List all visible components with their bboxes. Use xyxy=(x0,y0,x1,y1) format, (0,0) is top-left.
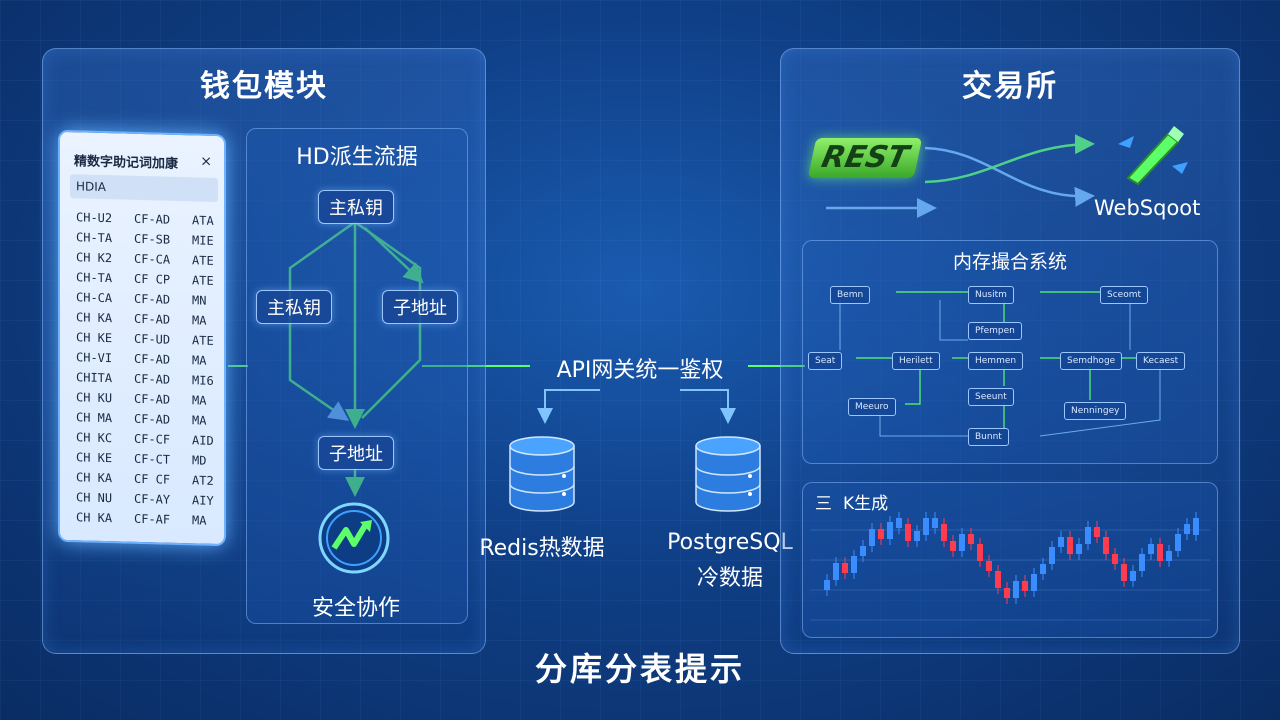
candle-body xyxy=(1013,581,1019,598)
websocket-label: WebSqoot xyxy=(1094,196,1201,220)
candle-body xyxy=(959,534,965,551)
node-bottom-address[interactable]: 子地址 xyxy=(318,436,394,470)
candle-body xyxy=(968,534,974,544)
candle-body xyxy=(860,546,866,556)
kline-title: K生成 xyxy=(843,494,889,514)
candle-body xyxy=(1022,581,1028,591)
hd-derivation-title: HD派生流据 xyxy=(296,145,418,170)
candle-body xyxy=(923,518,929,535)
candle-body xyxy=(1031,574,1037,591)
redis-label: Redis热数据 xyxy=(479,536,605,561)
candle-body xyxy=(1076,544,1082,554)
candle-body xyxy=(941,524,947,541)
candle-body xyxy=(986,561,992,571)
engine-node[interactable]: Herilett xyxy=(892,352,940,370)
kline-panel: 三 K生成 xyxy=(802,482,1218,638)
candle-body xyxy=(1094,527,1100,537)
postgresql-database-icon xyxy=(695,436,761,512)
candle-body xyxy=(851,556,857,573)
matching-engine-panel: 内存撮合系统 xyxy=(802,240,1218,464)
candle-body xyxy=(1103,537,1109,554)
engine-node[interactable]: Pfempen xyxy=(968,322,1022,340)
candle-body xyxy=(869,529,875,546)
candle-body xyxy=(1130,571,1136,581)
candle-body xyxy=(1166,551,1172,561)
candle-body xyxy=(1157,544,1163,561)
api-gateway-label: API网关统一鉴权 xyxy=(556,358,724,383)
engine-node[interactable]: Meeuro xyxy=(848,398,896,416)
candle-body xyxy=(1112,554,1118,564)
candle-body xyxy=(1184,524,1190,534)
candle-body xyxy=(905,524,911,541)
redis-database-icon xyxy=(509,436,575,512)
node-master-key[interactable]: 主私钥 xyxy=(318,190,394,224)
candle-body xyxy=(1049,547,1055,564)
candle-body xyxy=(1067,537,1073,554)
candle-body xyxy=(932,518,938,528)
engine-node[interactable]: Semdhoge xyxy=(1060,352,1123,370)
candle-body xyxy=(1085,527,1091,544)
engine-node[interactable]: Kecaest xyxy=(1136,352,1186,370)
candle-body xyxy=(833,563,839,580)
kline-chart xyxy=(810,512,1210,621)
secure-label: 安全协作 xyxy=(311,596,400,621)
candle-body xyxy=(842,563,848,573)
exchange-title: 交易所 xyxy=(962,69,1058,104)
secure-icon xyxy=(318,502,390,574)
engine-node[interactable]: Bunnt xyxy=(968,428,1009,446)
engine-node[interactable]: Sceomt xyxy=(1100,286,1149,304)
candle-body xyxy=(1040,564,1046,574)
candle-body xyxy=(995,571,1001,588)
engine-node[interactable]: Nenningey xyxy=(1064,402,1127,420)
engine-node[interactable]: Seat xyxy=(808,352,843,370)
candle-body xyxy=(887,522,893,539)
candle-body xyxy=(1175,534,1181,551)
node-right-address[interactable]: 子地址 xyxy=(382,290,458,324)
footer-title: 分库分表提示 xyxy=(534,650,745,688)
candle-body xyxy=(896,518,902,528)
candle-body xyxy=(914,531,920,541)
candle-body xyxy=(878,529,884,539)
engine-node[interactable]: Hemmen xyxy=(968,352,1024,370)
websocket-icon xyxy=(1118,126,1188,186)
candle-body xyxy=(1004,588,1010,598)
matching-engine-title: 内存撮合系统 xyxy=(952,251,1067,273)
kline-menu-icon[interactable]: 三 xyxy=(815,494,832,514)
wallet-module-title: 钱包模块 xyxy=(200,69,328,104)
candle-body xyxy=(950,541,956,551)
engine-node[interactable]: Bemn xyxy=(830,286,871,304)
postgresql-label: PostgreSQL xyxy=(667,530,793,555)
candle-body xyxy=(977,544,983,561)
candle-body xyxy=(1121,564,1127,581)
candle-body xyxy=(1058,537,1064,547)
engine-node[interactable]: Seeunt xyxy=(968,388,1014,406)
node-left-key[interactable]: 主私钥 xyxy=(256,290,332,324)
candle-body xyxy=(1193,518,1199,535)
candle-body xyxy=(824,580,830,590)
candle-body xyxy=(1148,544,1154,554)
cold-data-label: 冷数据 xyxy=(696,566,763,591)
engine-node[interactable]: Nusitm xyxy=(968,286,1014,304)
candle-body xyxy=(1139,554,1145,571)
